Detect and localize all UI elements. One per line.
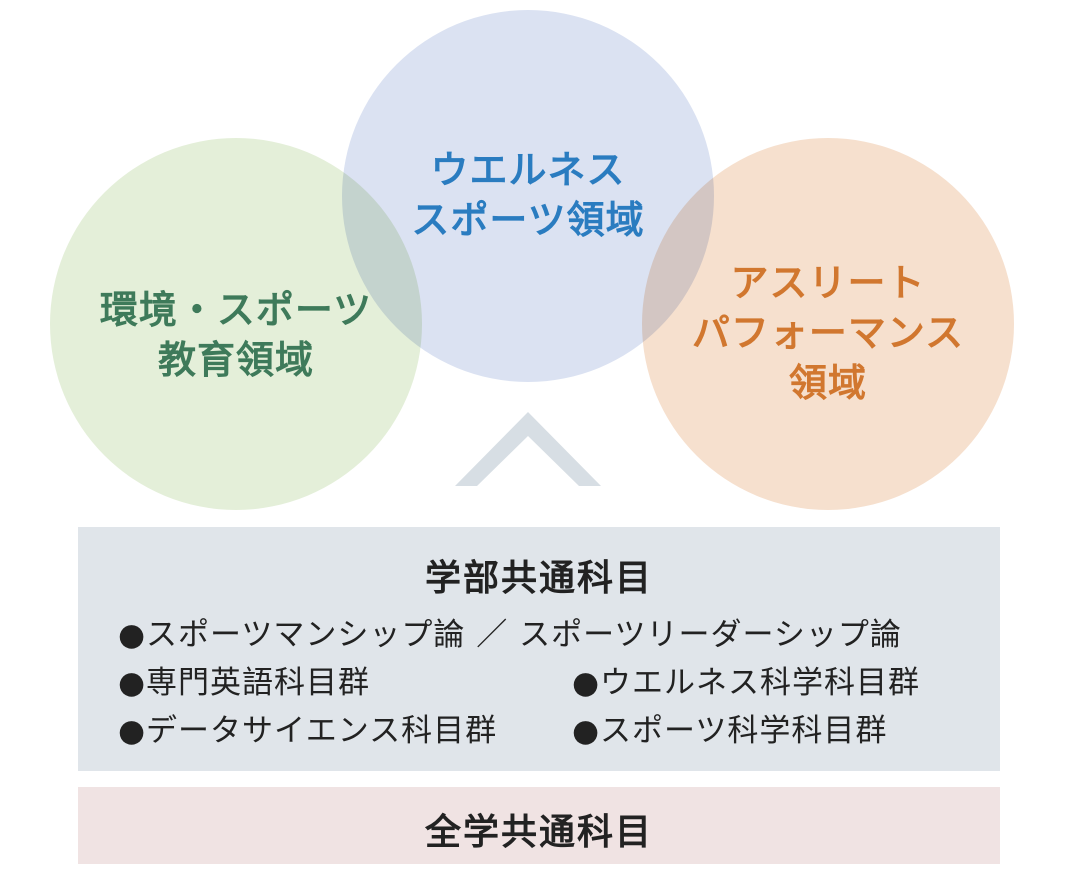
faculty-common-title: 学部共通科目: [424, 558, 653, 599]
domain-label-athlete-performance: アスリート パフォーマンス 領域: [642, 258, 1014, 408]
domain-label-wellness-sports: ウエルネス スポーツ領域: [342, 145, 714, 245]
domain-label-environment-sports-education: 環境・スポーツ 教育領域: [50, 285, 422, 385]
course-item-sports-science: ●スポーツ科学科目群: [572, 713, 888, 749]
course-item-wellness-science: ●ウエルネス科学科目群: [572, 665, 921, 701]
domain-label-line: スポーツ領域: [411, 198, 645, 242]
chevron-up-icon: [455, 412, 601, 486]
domain-circle-athlete-performance: [642, 138, 1014, 510]
course-item-data-science: ●データサイエンス科目群: [118, 713, 498, 749]
domain-label-line: パフォーマンス: [691, 311, 965, 355]
domain-label-line: アスリート: [730, 261, 926, 305]
course-item-english: ●専門英語科目群: [118, 665, 371, 701]
domain-label-line: 教育領域: [157, 338, 314, 382]
university-common-courses-box: 全学共通科目: [78, 787, 1000, 864]
university-common-title: 全学共通科目: [424, 812, 653, 853]
course-item-sportsmanship-leadership: ●スポーツマンシップ論 ／ スポーツリーダーシップ論: [118, 617, 902, 653]
faculty-common-courses-box: 学部共通科目 ●スポーツマンシップ論 ／ スポーツリーダーシップ論 ●専門英語科…: [78, 527, 1000, 771]
domain-label-line: 環境・スポーツ: [99, 288, 373, 332]
domain-label-line: ウエルネス: [430, 148, 626, 192]
domain-label-line: 領域: [788, 361, 867, 405]
